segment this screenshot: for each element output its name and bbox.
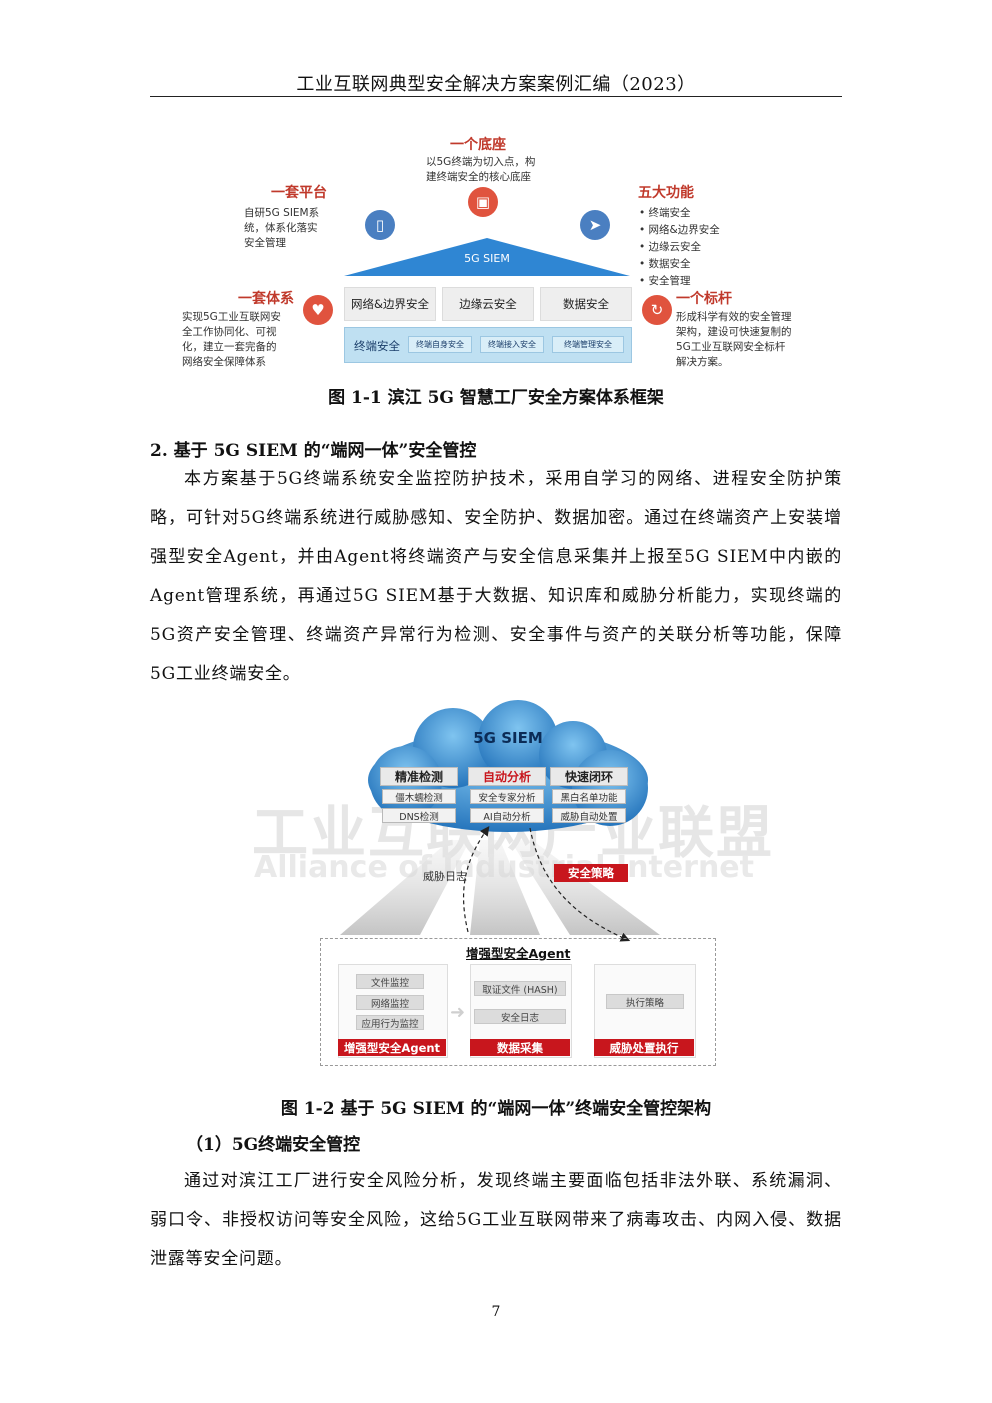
briefcase-icon: ▣ [468, 187, 498, 217]
f1-topright-title: 五大功能 [638, 185, 694, 201]
f1-terminal-label: 终端安全 [354, 339, 400, 353]
f1-box-network: 网络&边界安全 [344, 287, 436, 321]
f1-func-2-label: 网络&边界安全 [648, 224, 720, 236]
f1-topleft-text-2: 统，体系化落实 [244, 222, 318, 234]
figure-1-caption: 图 1-1 滨江 5G 智慧工厂安全方案体系框架 [328, 388, 664, 408]
figure-2: 工业互联网产业联盟 Alliance of Industrial Interne… [240, 700, 772, 1068]
f1-terminal-item-3: 终端管理安全 [552, 336, 624, 353]
agent-g1-item-2: 网络监控 [356, 995, 424, 1010]
agent-g2-label: 数据采集 [470, 1039, 570, 1056]
f1-bottomright-text-3: 5G工业互联网安全标杆 [676, 341, 786, 353]
roof-triangle [344, 238, 630, 276]
f1-topleft-text-3: 安全管理 [244, 237, 286, 249]
f1-top-text-1: 以5G终端为切入点，构 [426, 156, 536, 168]
f1-terminal-item-2: 终端接入安全 [480, 336, 544, 353]
agent-container [320, 938, 716, 1066]
running-header: 工业互联网典型安全解决方案案例汇编（2023） [296, 74, 696, 95]
flow-left-label: 威胁日志 [423, 870, 467, 883]
f1-box-data: 数据安全 [540, 287, 632, 321]
agent-g2-item-2: 安全日志 [474, 1009, 566, 1024]
col-detect-title: 精准检测 [380, 767, 458, 786]
f1-func-5: • 安全管理 [639, 275, 691, 287]
figure-2-caption: 图 1-2 基于 5G SIEM 的“端网一体”终端安全管控架构 [280, 1099, 712, 1119]
f1-box-edge-cloud: 边缘云安全 [442, 287, 534, 321]
page-number: 7 [491, 1304, 501, 1320]
f1-func-2: • 网络&边界安全 [639, 224, 720, 236]
section-2-1-heading: （1）5G终端安全管控 [186, 1135, 361, 1155]
f1-bottomleft-text-2: 全工作协同化、可视 [182, 326, 277, 338]
f1-terminal-item-1: 终端自身安全 [408, 336, 472, 353]
f1-func-5-label: 安全管理 [648, 275, 691, 287]
f1-bottomleft-text-3: 化，建立一套完备的 [182, 341, 277, 353]
f1-func-4-label: 数据安全 [648, 258, 691, 270]
section-2-paragraph: 本方案基于5G终端系统安全监控防护技术，采用自学习的网络、进程安全防护策略，可针… [150, 469, 842, 684]
f1-bottomright-text-2: 架构，建设可快速复制的 [676, 326, 792, 338]
flow-arrows [462, 826, 631, 942]
heart-icon: ♥ [303, 295, 333, 325]
f1-bottomright-text-1: 形成科学有效的安全管理 [676, 311, 792, 323]
f1-func-4: • 数据安全 [639, 258, 691, 270]
f1-top-title: 一个底座 [450, 137, 506, 153]
agent-g3-item-1: 执行策略 [606, 994, 684, 1009]
col-close-title: 快速闭环 [550, 767, 628, 786]
arrow-right-icon: ➜ [450, 1002, 466, 1023]
agent-g1-item-1: 文件监控 [356, 974, 424, 989]
f1-bottomleft-title: 一套体系 [238, 291, 294, 307]
beams [340, 840, 660, 935]
f1-bottomright-text-4: 解决方案。 [676, 356, 729, 368]
f1-func-1-label: 终端安全 [648, 207, 691, 219]
f1-bottomleft-text-4: 网络安全保障体系 [182, 356, 266, 368]
cloud-title: 5G SIEM [473, 729, 543, 747]
col-detect-item-2: DNS检测 [382, 808, 456, 823]
col-analyze-item-2: AI自动分析 [470, 808, 544, 823]
refresh-icon: ↻ [642, 295, 672, 325]
f1-bottomleft-text-1: 实现5G工业互联网安 [182, 311, 281, 323]
col-analyze-title: 自动分析 [468, 767, 546, 786]
col-close-item-2: 威胁自动处置 [552, 808, 626, 823]
agent-title: 增强型安全Agent [466, 946, 571, 961]
f1-func-3-label: 边缘云安全 [648, 241, 702, 253]
col-close-item-1: 黑白名单功能 [552, 789, 626, 804]
phone-icon: ▯ [365, 210, 395, 240]
roof-label: 5G SIEM [464, 252, 510, 265]
section-2-heading: 2. 基于 5G SIEM 的“端网一体”安全管控 [150, 441, 477, 461]
f1-topleft-text-1: 自研5G SIEM系 [244, 207, 320, 219]
f1-top-text-2: 建终端安全的核心底座 [426, 171, 531, 183]
f1-bottomright-title: 一个标杆 [676, 291, 732, 307]
agent-g1-label: 增强型安全Agent [338, 1039, 446, 1056]
f1-func-1: • 终端安全 [639, 207, 691, 219]
f1-func-3: • 边缘云安全 [639, 241, 702, 253]
figure-1: 一个底座 以5G终端为切入点，构 建终端安全的核心底座 ▣ 一套平台 自研5G … [150, 120, 842, 380]
agent-g1-item-3: 应用行为监控 [356, 1015, 424, 1030]
agent-g3-label: 威胁处置执行 [594, 1039, 694, 1056]
header-rule [150, 96, 842, 97]
agent-g2-item-1: 取证文件 (HASH) [474, 981, 566, 996]
col-analyze-item-1: 安全专家分析 [470, 789, 544, 804]
flow-right-label: 安全策略 [554, 864, 628, 882]
send-icon: ➤ [580, 210, 610, 240]
section-2-1-paragraph: 通过对滨江工厂进行安全风险分析，发现终端主要面临包括非法外联、系统漏洞、弱口令、… [150, 1171, 842, 1269]
col-detect-item-1: 僵木蠕检测 [382, 789, 456, 804]
f1-topleft-title: 一套平台 [271, 185, 327, 201]
